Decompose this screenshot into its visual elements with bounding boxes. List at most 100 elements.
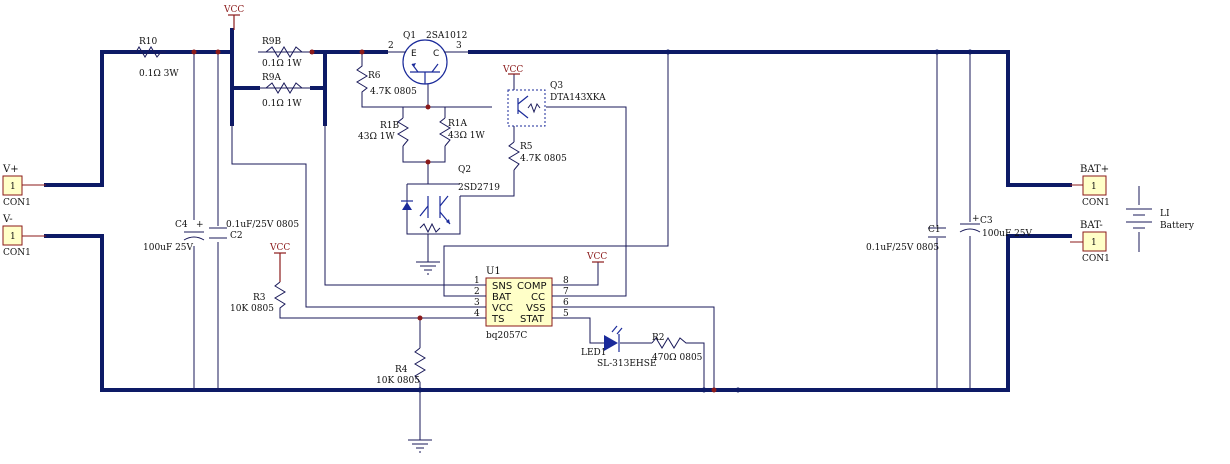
ic-u1: U1 1 2 3 4 SNS BAT VCC TS COMP CC VSS ST… [468,266,569,341]
led-led1: LED1 SL-313EHSE [581,325,657,369]
transistor-q1: E C 2 3 Q1 2SA1012 [386,31,470,85]
ic-pin-num: 8 [563,276,569,286]
battery-ref: LI [1160,209,1170,219]
transistor-q2: Q2 2SD2719 [401,165,500,234]
resistor-r3: R3 10K 0805 [230,281,286,314]
resistor-r2: R2 470Ω 0805 [651,333,703,363]
capacitor-c3: + C3 100uF 25V [959,214,1033,239]
ic-pin-name: VCC [492,303,513,314]
capacitor-ref: C2 [230,231,243,241]
capacitor-value: 100uF 25V [982,229,1033,239]
capacitor-value: 0.1uF/25V 0805 [866,243,939,253]
junction [711,387,717,393]
battery-li: LI Battery [1126,186,1195,252]
ic-pin-num: 6 [563,298,569,308]
capacitor-c2: C2 0.1uF/25V 0805 [209,220,299,241]
capacitor-c1: C1 0.1uF/25V 0805 [866,225,946,253]
resistor-ref: R10 [139,37,158,47]
junction [425,159,431,165]
resistor-ref: R6 [368,71,381,81]
transistor-part: DTA143XKA [550,93,606,103]
resistor-value: 0.1Ω 1W [262,99,302,109]
connector-body [1082,231,1107,252]
resistor-r1b: R1B 43Ω 1W [358,117,409,147]
resistor-value: 4.7K 0805 [370,87,417,97]
connector-label: V- [2,214,13,225]
ic-body [485,277,553,327]
transistor-pin-num: 3 [456,41,462,51]
junction [425,104,431,110]
connector-vplus: V+ 1 CON1 [2,164,46,208]
connector-label: BAT+ [1080,164,1109,175]
resistor-value: 0.1Ω 3W [139,69,179,79]
ic-pin-name: COMP [517,281,547,292]
resistor-value: 10K 0805 [376,376,420,386]
junction [701,387,707,393]
led-icon [604,335,618,351]
transistor-pin-num: 2 [388,41,394,51]
transistor-ref: Q1 [403,31,416,41]
capacitor-ref: C3 [980,216,993,226]
resistor-value: 470Ω 0805 [652,353,703,363]
resistor-value: 10K 0805 [230,304,274,314]
transistor-pin-e: E [411,49,417,59]
junctions [191,49,973,393]
vcc-port-comp: VCC [586,252,607,263]
resistor-ref: R9B [262,37,282,47]
junction [417,315,423,321]
ic-part: bq2057C [486,331,527,341]
capacitor-polarity: + [972,214,980,224]
connector-part: CON1 [1082,254,1110,264]
connector-batplus: BAT+ 1 CON1 [1070,164,1110,208]
resistor-value: 4.7K 0805 [520,154,567,164]
vcc-port-top: VCC [223,5,244,30]
resistor-ref: R2 [652,333,665,343]
connector-vminus: V- 1 CON1 [2,214,46,258]
junction [191,49,197,55]
vcc-label: VCC [502,65,523,75]
junction [417,387,423,393]
ground-icon [416,261,440,275]
transistor-q3: Q3 DTA143XKA [507,81,606,127]
junction [359,49,365,55]
ic-pin-num: 2 [474,287,480,297]
connector-pin: 1 [1091,238,1097,248]
vcc-port-q3: VCC [502,65,523,75]
diode-icon [402,202,412,210]
transistor-part: 2SA1012 [426,31,467,41]
resistor-r6: R6 4.7K 0805 [356,62,417,98]
led-part: SL-313EHSE [597,359,657,369]
vcc-label: VCC [586,252,607,262]
ic-pin-num: 5 [563,309,569,319]
connector-label: V+ [2,164,19,175]
ic-pin-num: 1 [474,276,480,286]
resistor-ref: R3 [253,293,266,303]
ic-pin-name: CC [531,292,545,303]
resistor-r1a: R1A 43Ω 1W [439,117,486,147]
junction [309,49,315,55]
battery-part: Battery [1160,221,1195,231]
capacitor-c4: + C4 100uF 25V [143,220,205,253]
ic-pin-name: VSS [526,303,546,314]
connector-pin: 1 [1091,182,1097,192]
led-ref: LED1 [581,348,607,358]
resistor-ref: R1B [380,121,400,131]
signal-wires [193,51,971,440]
capacitor-value: 0.1uF/25V 0805 [226,220,299,230]
transistor-ref: Q2 [458,165,471,175]
ic-pin-name: SNS [492,281,512,292]
vcc-label: VCC [269,243,290,253]
connector-pin: 1 [10,182,16,192]
vcc-port-r3: VCC [269,243,290,282]
resistor-r5: R5 4.7K 0805 [508,141,567,171]
connector-pin: 1 [10,232,16,242]
transistor-ref: Q3 [550,81,563,91]
ic-ref: U1 [486,266,501,277]
ic-pin-name: STAT [520,314,545,325]
connector-batminus: BAT- 1 CON1 [1070,220,1110,264]
ground-icon [408,439,432,453]
resistor-ref: R1A [448,119,468,129]
resistor-r10: R10 0.1Ω 3W [130,37,179,79]
junction [665,49,671,55]
